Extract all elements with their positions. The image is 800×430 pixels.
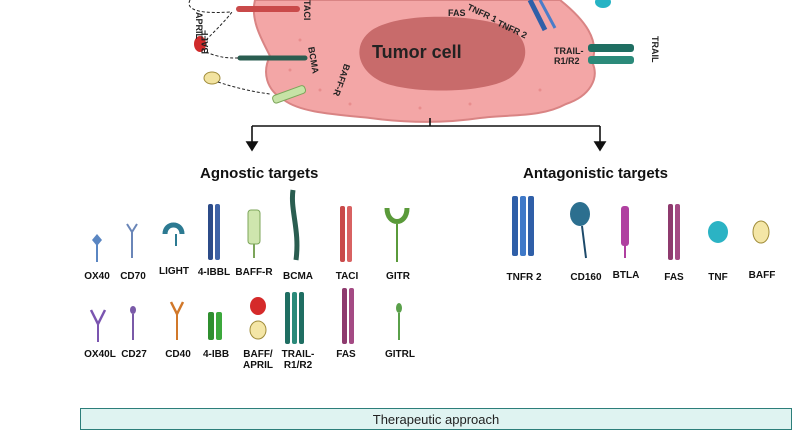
icon-btla (621, 206, 629, 258)
icon-light (162, 222, 185, 246)
therapeutic-approach-box: Therapeutic approach (80, 408, 792, 430)
icon-4ibb (208, 312, 222, 340)
agnostic-row2-label: CD27 (121, 349, 147, 360)
diagram-canvas (89, 0, 770, 344)
icon-4ibbl (208, 204, 220, 260)
icon-cd70 (126, 223, 138, 258)
fas-label: FAS (448, 8, 466, 18)
icon-ox40l (89, 309, 107, 342)
agnostic-row1-label: LIGHT (159, 266, 189, 277)
icon-tnf (708, 221, 728, 243)
therapeutic-approach-text: Therapeutic approach (372, 412, 500, 427)
agnostic-row2-label: BAFF/ APRIL (243, 349, 273, 371)
icon-bcma (289, 189, 300, 261)
trail-receptor (588, 44, 634, 64)
agnostic-row1-label: BCMA (283, 271, 313, 282)
taci-receptor (236, 6, 300, 12)
icon-gitrl (396, 303, 402, 340)
agnostic-row1-label: BAFF-R (235, 267, 273, 278)
icon-taci (340, 206, 352, 262)
antagonistic-label: BAFF (748, 270, 776, 281)
agnostic-title: Agnostic targets (200, 165, 319, 182)
agnostic-row1-label: OX40 (84, 271, 110, 282)
icon-trail-r (285, 292, 304, 344)
split-arrows (245, 118, 607, 152)
antagonistic-label: BTLA (612, 270, 640, 281)
antagonistic-label: CD160 (570, 272, 602, 283)
baff-ligand (203, 71, 221, 85)
antagonistic-title: Antagonistic targets (523, 165, 669, 182)
icon-cd160 (570, 202, 590, 259)
icon-baff-april (249, 297, 267, 340)
antagonistic-label: TNFR 2 (506, 272, 542, 283)
icon-cd27 (130, 306, 136, 340)
agnostic-row2-label: OX40L (84, 349, 116, 360)
tumor-nucleus (359, 16, 526, 91)
baff-label: BAFF (200, 30, 210, 54)
tumor-cell-label: Tumor cell (372, 42, 462, 62)
agnostic-row2-label: GITRL (385, 349, 415, 360)
icon-cd40 (169, 301, 185, 340)
icon-fas-antag (668, 204, 680, 260)
icon-fas-row2 (342, 288, 354, 344)
taci-label: TACI (302, 0, 312, 21)
agnostic-row1-label: GITR (386, 271, 410, 282)
tnfr-receptors (527, 0, 557, 32)
antagonistic-label: TNF (708, 272, 728, 283)
trail-label: TRAIL (650, 36, 660, 63)
april-ligand (194, 36, 206, 52)
trail-r-label: TRAIL-R1/R2 (554, 46, 584, 66)
icon-baff-r (247, 209, 261, 258)
agnostic-row1-label: CD70 (120, 271, 146, 282)
antagonistic-label: FAS (664, 272, 684, 283)
agnostic-row2-label: CD40 (165, 349, 191, 360)
arrows-dashed (188, 0, 271, 95)
agnostic-row2-label: TRAIL- R1/R2 (281, 349, 315, 371)
agnostic-row1-label: TACI (335, 271, 359, 282)
icon-tnfr2 (512, 196, 534, 256)
baff-r-receptor (272, 85, 307, 104)
agnostic-row2-label: 4-IBB (202, 349, 230, 360)
cell-speckles (288, 38, 562, 110)
icon-baff (752, 220, 770, 244)
agnostic-row2-label: FAS (336, 349, 356, 360)
icon-gitr (384, 207, 410, 262)
icon-ox40 (92, 234, 102, 262)
top-right-blob (595, 0, 611, 8)
agnostic-row1-label: 4-IBBL (197, 267, 231, 278)
